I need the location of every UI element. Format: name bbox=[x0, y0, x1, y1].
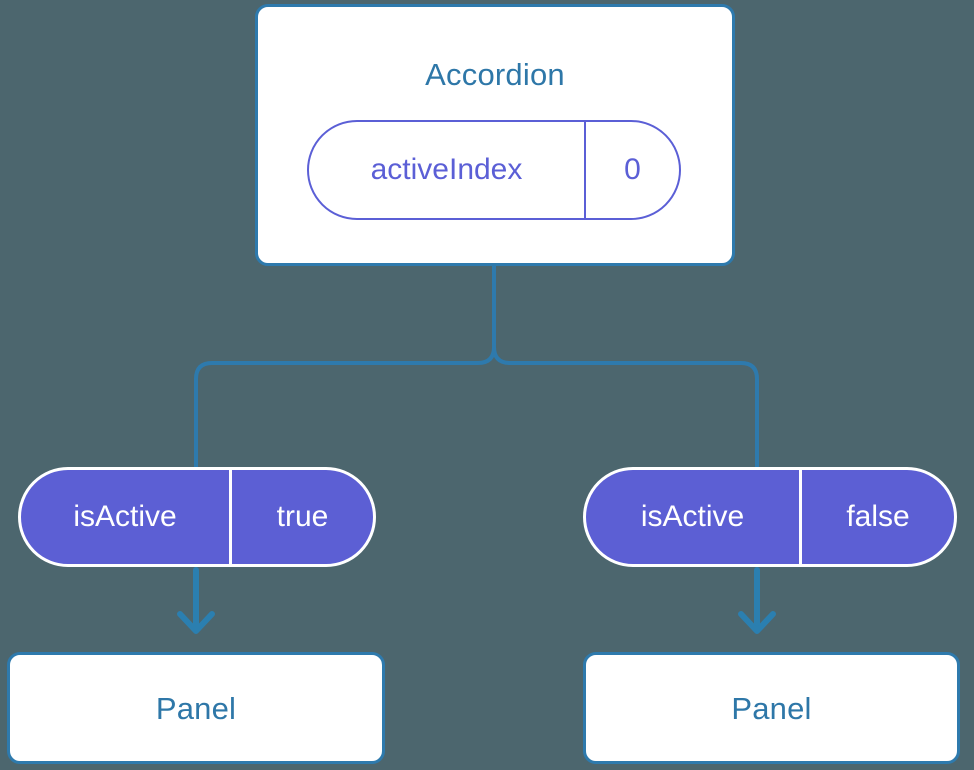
prop-badge-is-active-true-key: isActive bbox=[21, 470, 232, 564]
arrow-right-pill-to-panel bbox=[738, 567, 776, 634]
node-panel-left[interactable]: Panel bbox=[7, 652, 385, 764]
prop-badge-is-active-false-value: false bbox=[846, 500, 910, 533]
prop-badge-is-active-true-value: true bbox=[276, 500, 329, 533]
node-panel-right[interactable]: Panel bbox=[583, 652, 960, 764]
state-badge-active-index-key: activeIndex bbox=[309, 122, 586, 218]
state-badge-active-index-value: 0 bbox=[624, 153, 641, 186]
node-panel-left-title: Panel bbox=[155, 690, 237, 726]
state-badge-active-index[interactable]: activeIndex 0 bbox=[307, 120, 681, 220]
prop-badge-is-active-false-key: isActive bbox=[586, 470, 802, 564]
prop-badge-is-active-true[interactable]: isActive true bbox=[18, 467, 376, 567]
node-accordion-title: Accordion bbox=[425, 57, 565, 92]
connector-branch-right bbox=[492, 345, 759, 469]
arrow-left-pill-to-panel bbox=[177, 567, 215, 634]
prop-badge-is-active-false[interactable]: isActive false bbox=[583, 467, 957, 567]
node-panel-right-title: Panel bbox=[731, 690, 812, 726]
connector-branch-left bbox=[194, 345, 496, 469]
